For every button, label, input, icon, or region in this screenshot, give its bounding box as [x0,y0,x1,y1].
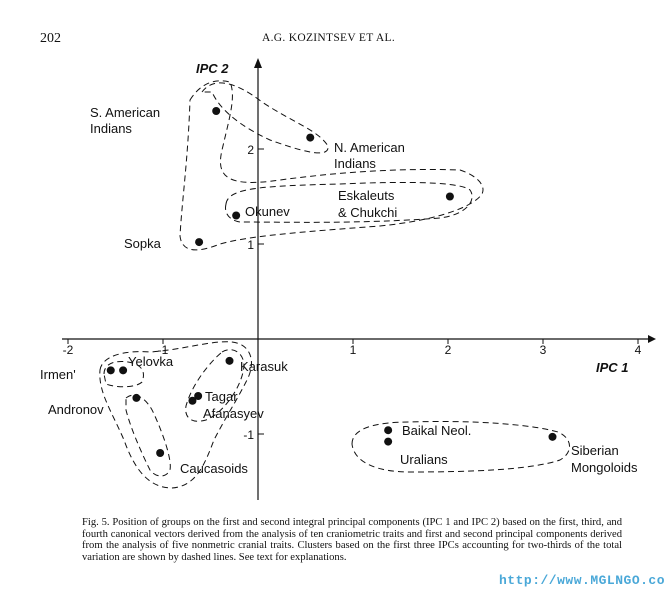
running-head: A.G. KOZINTSEV ET AL. [262,32,396,44]
label-irmen: Irmen' [40,367,76,382]
figure-caption: Fig. 5. Position of groups on the first … [82,517,622,563]
label-karasuk: Karasuk [240,359,288,374]
point-yelovka [119,366,128,375]
x-axis-arrow [648,335,656,343]
label-andronov: Andronov [48,402,104,417]
point-sopka [195,238,204,247]
label-baikal: Baikal Neol. [402,423,471,438]
label-yelovka: Yelovka [128,354,174,369]
point-s-american-indians [212,107,221,115]
point-labels: S. American Indians N. American Indians … [40,105,638,476]
label-s-american-line1: S. American [90,105,160,120]
point-afanasyev [188,396,197,405]
x-tick-label-2: 2 [445,343,452,357]
point-n-american-indians [306,133,315,142]
x-tick-label-3: 3 [540,343,547,357]
label-uralians: Uralians [400,452,448,467]
point-eskaleuts-chukchi [445,192,454,201]
y-tick-label-1: 1 [247,238,254,252]
y-tick-label-2: 2 [247,143,254,157]
x-tick-label--1: -1 [158,343,169,357]
axis-ticks: -2 -1 1 2 3 4 2 1 -1 [63,143,642,442]
label-tagar: Tagar [205,389,238,404]
cluster-outline-american [200,82,329,154]
x-axis-label: IPC 1 [596,360,629,375]
data-points [106,107,557,457]
label-eskaleuts-line2: & Chukchi [338,205,397,220]
point-baikal-neol [384,426,393,435]
x-tick-label-4: 4 [635,343,642,357]
point-tagar [194,392,203,400]
x-tick-label--2: -2 [63,343,74,357]
y-axis-label: IPC 2 [196,61,229,76]
label-caucasoids: Caucasoids [180,461,248,476]
point-irmen [106,366,115,375]
label-afanasyev: Afanasyev [203,406,264,421]
x-tick-label-1: 1 [350,343,357,357]
point-caucasoids [156,449,165,457]
scatter-plot: -2 -1 1 2 3 4 2 1 -1 IPC 1 IPC 2 S. American Ind… [40,58,656,500]
label-s-american-line2: Indians [90,121,132,136]
cluster-outline-andronov-caucasoids [125,394,171,477]
point-uralians [384,437,393,446]
label-n-american-line2: Indians [334,156,376,171]
label-siberian-line2: Mongoloids [571,460,638,475]
cluster-outline-karasuk-group [185,349,245,422]
cluster-outline-irmen-yelovka [103,361,144,388]
label-eskaleuts-line1: Eskaleuts [338,188,395,203]
y-tick-label--1: -1 [243,428,254,442]
page-number: 202 [40,31,61,46]
label-okunev: Okunev [245,204,290,219]
y-axis-arrow [254,58,262,68]
label-siberian-line1: Siberian [571,443,619,458]
cluster-outline-southern [99,341,252,489]
point-andronov [132,393,141,402]
watermark-text: http://www.MGLNGO.com [499,573,665,588]
label-sopka: Sopka [124,236,162,251]
point-karasuk [225,356,234,365]
point-siberian-mongoloids [548,432,557,441]
point-okunev [232,211,241,220]
label-n-american-line1: N. American [334,140,405,155]
cluster-outline-eskaleuts [225,181,473,223]
cluster-outline-northern [179,80,484,251]
cluster-outline-siberian [351,420,570,473]
